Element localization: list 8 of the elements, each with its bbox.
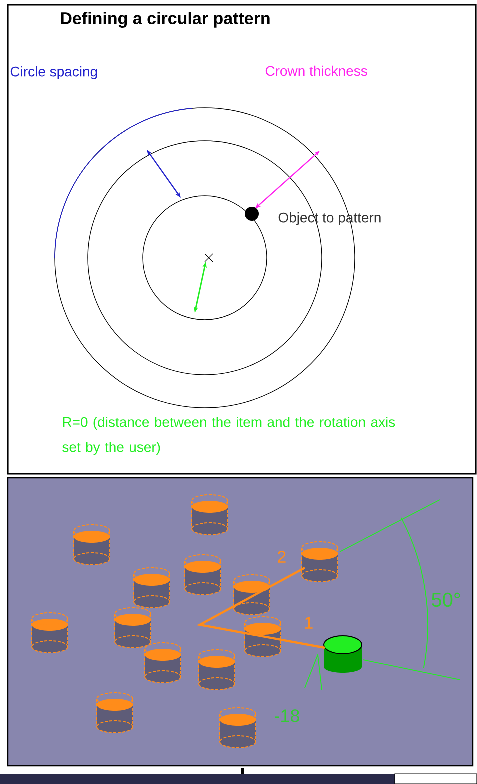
callout-label: Crown thickness xyxy=(266,66,368,76)
title: Defining a circular pattern xyxy=(61,12,270,28)
dimension-label: 2 xyxy=(278,551,286,563)
note-text: R=0 (distance between the item and the rotation axis set by the user) xyxy=(62,416,396,456)
dimension-label: 1 xyxy=(306,617,313,629)
dimension-label: 50° xyxy=(432,592,460,608)
callout-label: Circle spacing xyxy=(10,66,98,80)
dimension-label: -18 xyxy=(275,710,300,722)
